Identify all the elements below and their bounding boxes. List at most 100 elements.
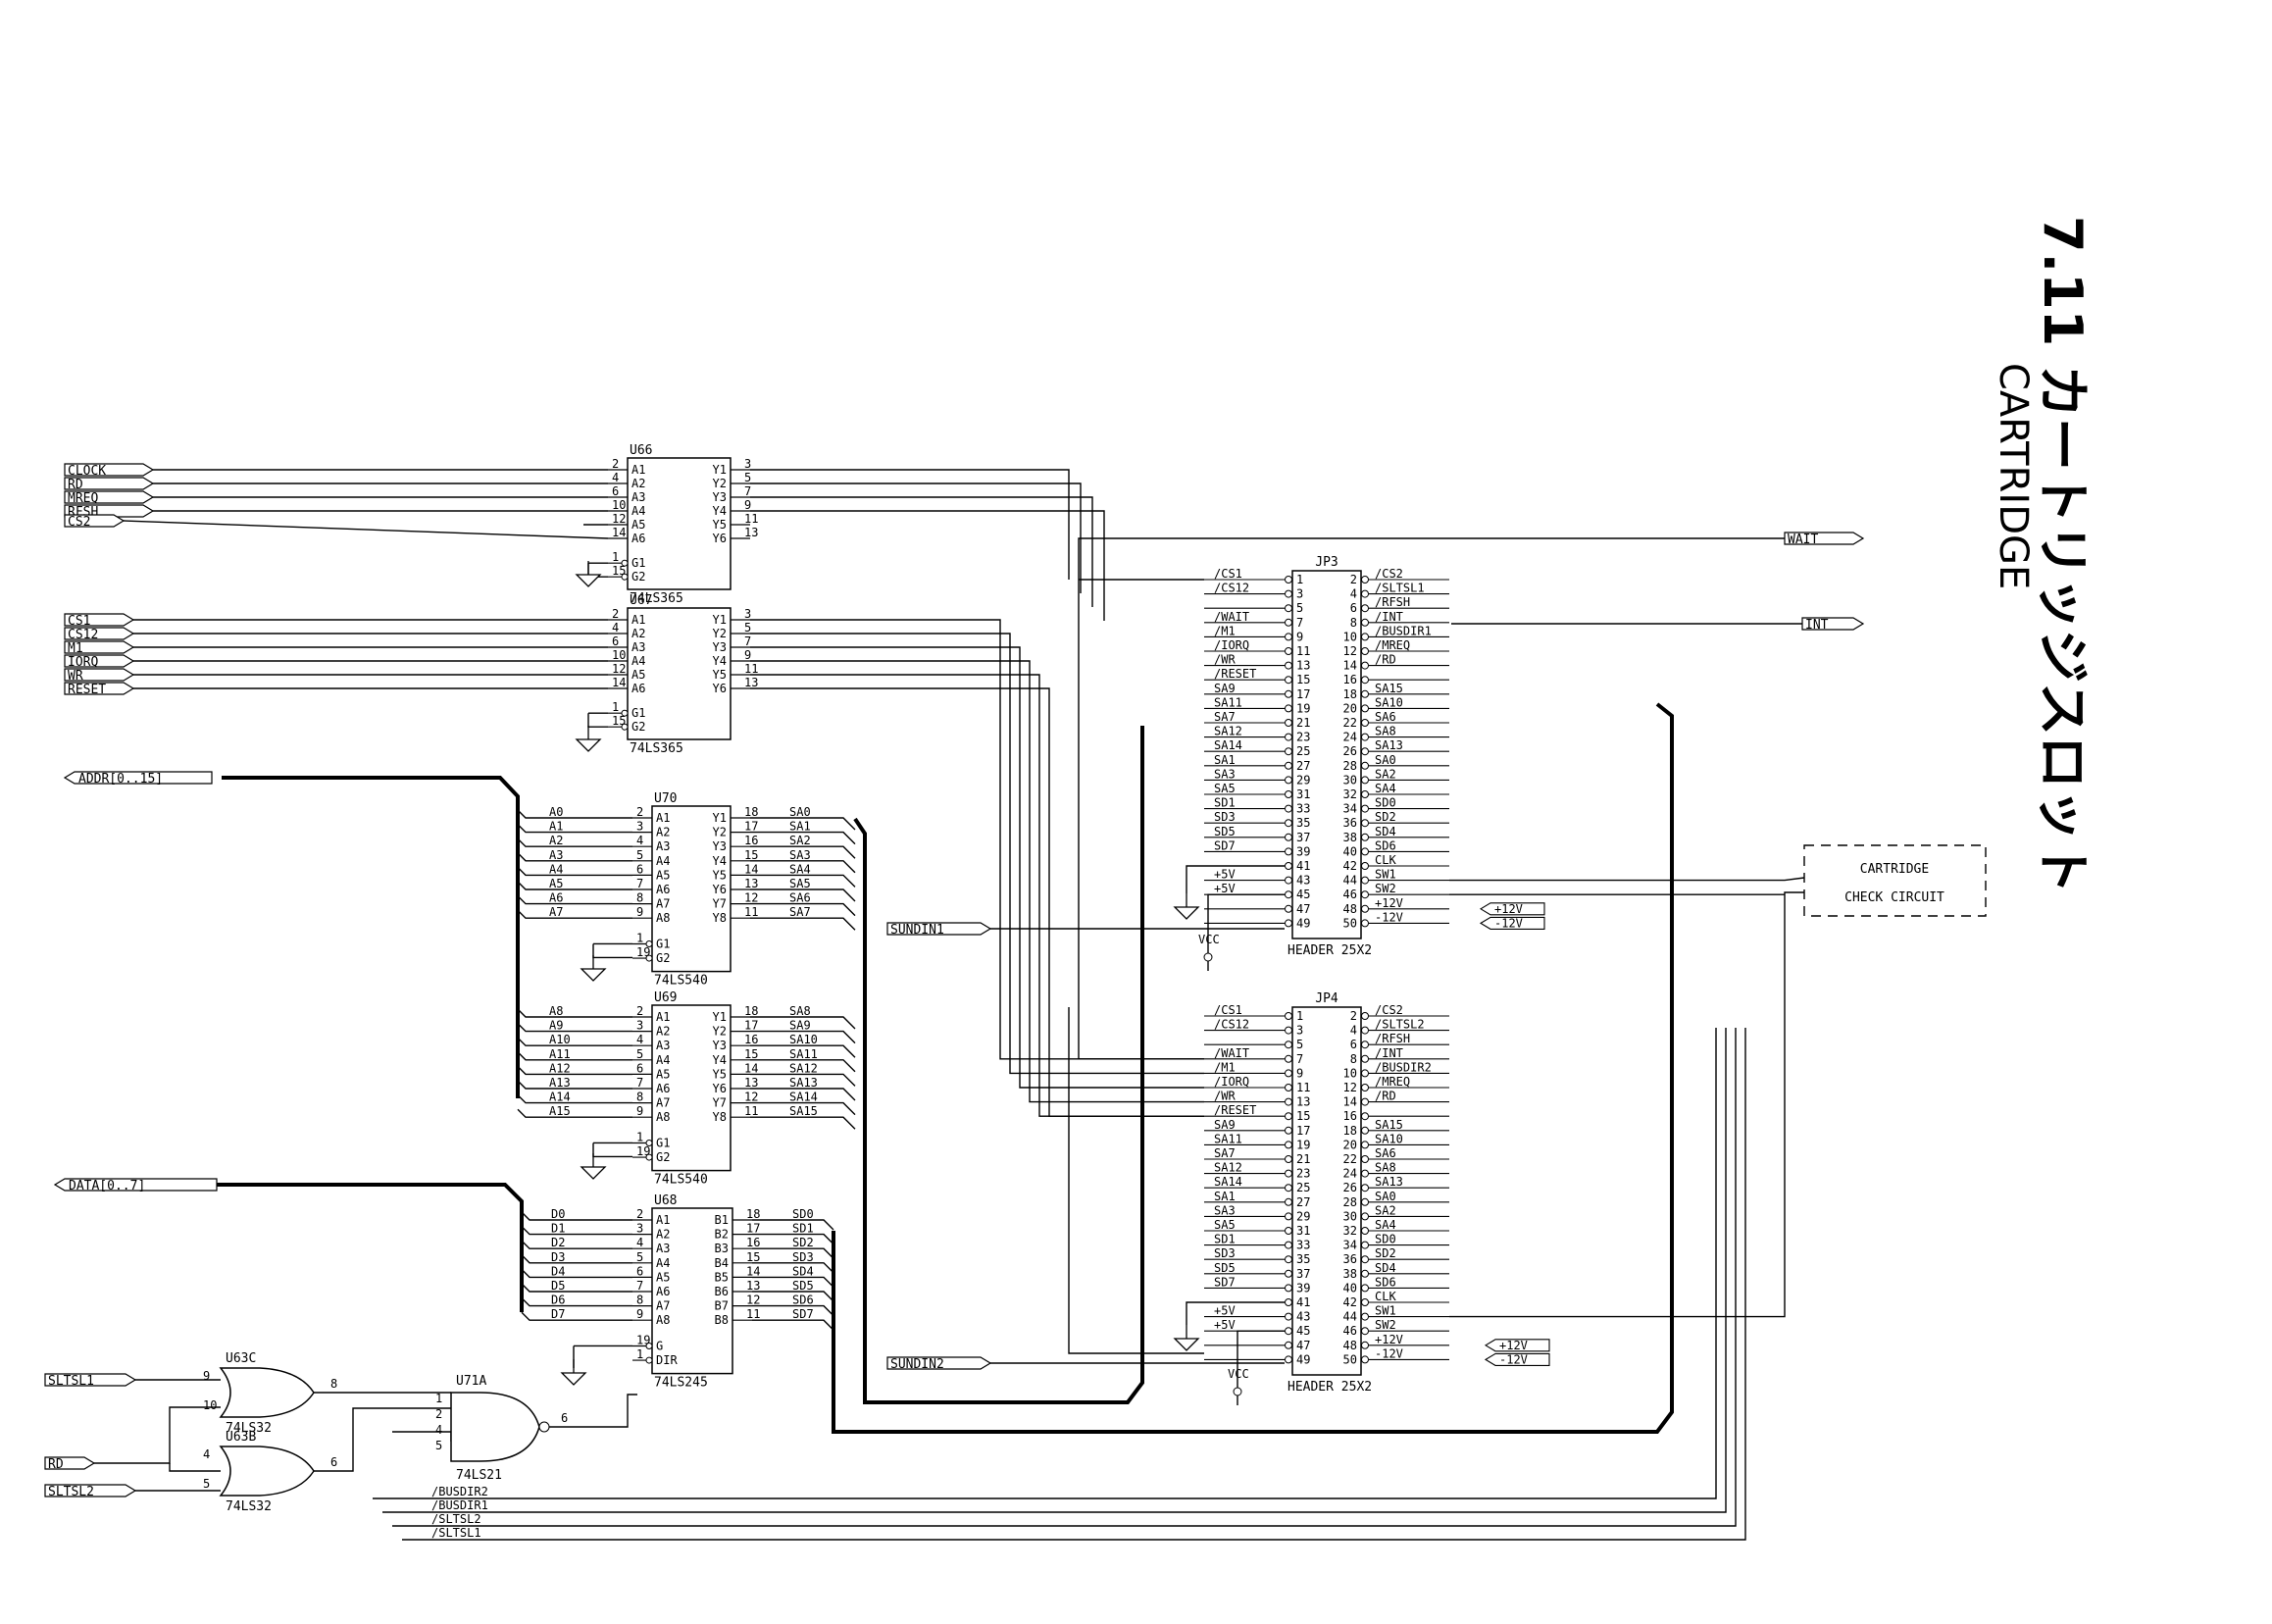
pin-socket — [1285, 919, 1292, 928]
pin-socket — [1361, 833, 1369, 841]
pin-number: 29 — [1296, 1209, 1310, 1223]
pin-name: B5 — [715, 1270, 729, 1284]
port-label: CS1 — [68, 614, 90, 629]
header-body — [1291, 1006, 1362, 1376]
pin-number: 48 — [1343, 902, 1357, 916]
pin-net-label: /WAIT — [1214, 610, 1249, 624]
gate-ref: U63C — [226, 1351, 256, 1366]
net-label: A6 — [549, 891, 563, 905]
pin-number: 3 — [744, 457, 751, 471]
pin-name: A4 — [631, 654, 645, 668]
pin-socket — [1361, 1012, 1369, 1020]
chip-ref: U66 — [630, 443, 652, 458]
inversion-bubble — [645, 1342, 653, 1349]
wire — [1078, 537, 1785, 1060]
gate-part: 74LS32 — [226, 1499, 272, 1514]
pin-number: 12 — [746, 1294, 760, 1307]
vcc-label: VCC — [1198, 933, 1220, 946]
header-part: HEADER 25X2 — [1287, 1380, 1372, 1395]
pin-socket — [1361, 1327, 1369, 1336]
header-body — [1291, 570, 1362, 939]
inversion-bubble — [645, 1356, 653, 1364]
pin-number: 39 — [1296, 844, 1310, 858]
pin-number: 16 — [1343, 673, 1357, 686]
pin-number: 35 — [1296, 816, 1310, 830]
vcc-symbol: VCC — [1198, 933, 1220, 971]
wire — [544, 1394, 637, 1428]
pin-net-label: /CS12 — [1214, 582, 1249, 595]
pin-number: 38 — [1343, 831, 1357, 844]
pin-net-label: /RD — [1375, 653, 1396, 667]
pin-net-label: SA11 — [1214, 695, 1242, 709]
wire — [517, 1108, 632, 1118]
pin-net-label: SA6 — [1375, 1146, 1396, 1160]
gate-ref: U71A — [456, 1374, 486, 1389]
pin-socket — [1285, 790, 1292, 798]
net-label: SA15 — [789, 1104, 818, 1118]
pin-number: 27 — [1296, 1195, 1310, 1209]
pin-net-label: SA15 — [1375, 682, 1403, 695]
pin-number: 4 — [1350, 1024, 1357, 1038]
pin-socket — [1285, 761, 1292, 770]
chip-ref: U69 — [654, 990, 677, 1005]
port-shape — [64, 627, 135, 640]
pin-net-label: SD3 — [1214, 810, 1236, 824]
port-label: WAIT — [1788, 533, 1818, 547]
pin-socket — [1361, 633, 1369, 641]
net-label: A3 — [549, 848, 563, 862]
port-sltsl2: SLTSL2 — [44, 1484, 137, 1499]
pin-number: 33 — [1296, 1239, 1310, 1252]
wire — [517, 1037, 632, 1046]
gates-layer: U63C74LS329108U63B74LS32456U71A74LS21124… — [203, 1351, 568, 1514]
ground-symbol-jp4 — [1173, 1325, 1200, 1351]
pin-net-label: /SLTSL2 — [1375, 1018, 1425, 1032]
pin-net-label: SD3 — [1214, 1246, 1236, 1260]
pin-net-label: /RFSH — [1375, 595, 1410, 609]
pin-socket — [1361, 1298, 1369, 1306]
pin-name: Y5 — [713, 668, 727, 682]
pin-socket — [1361, 719, 1369, 727]
pin-number: 11 — [1296, 644, 1310, 658]
port-sundin1: SUNDIN1 — [886, 922, 992, 938]
pin-number: 11 — [744, 1104, 758, 1118]
pin-number: 15 — [744, 1047, 758, 1061]
pin-number: 9 — [636, 1307, 643, 1321]
wire — [1449, 891, 1804, 1318]
pin-socket — [1285, 647, 1292, 655]
pin-number: 11 — [744, 905, 758, 919]
pin-number: 47 — [1296, 902, 1310, 916]
pin-name: A5 — [656, 868, 670, 882]
pin-socket — [1285, 1327, 1292, 1336]
wire — [750, 1016, 856, 1030]
wire — [521, 1297, 632, 1307]
net-label: A1 — [549, 820, 563, 834]
pin-name: A7 — [656, 1299, 670, 1313]
wire — [521, 1283, 632, 1293]
wire — [750, 1030, 856, 1044]
port-shape — [886, 922, 992, 936]
pin-number: 30 — [1343, 1209, 1357, 1223]
pin-number: 5 — [636, 1250, 643, 1264]
pin-number: 6 — [612, 634, 619, 648]
wire — [750, 1059, 856, 1073]
pin-socket — [1285, 1169, 1292, 1178]
pin-number: 50 — [1343, 916, 1357, 930]
port-shape — [64, 490, 155, 504]
pin-name: Y1 — [713, 463, 727, 477]
pin-socket — [1361, 1227, 1369, 1235]
pin-net-label: SA10 — [1375, 695, 1403, 709]
pin-net-label: SW1 — [1375, 868, 1396, 882]
pin-socket — [1361, 618, 1369, 627]
pin-socket — [1361, 819, 1369, 828]
pin-number: 44 — [1343, 874, 1357, 888]
pin-net-label: SD2 — [1375, 810, 1396, 824]
pin-socket — [1285, 890, 1292, 899]
pin-socket — [1285, 618, 1292, 627]
power-tag: +12V — [1484, 1339, 1550, 1352]
wire — [750, 660, 1204, 1103]
pin-number: 17 — [744, 820, 758, 834]
pin-number: 6 — [636, 1264, 643, 1278]
pin-number: 11 — [1296, 1081, 1310, 1094]
wire — [517, 909, 632, 919]
pin-name: A1 — [631, 463, 645, 477]
